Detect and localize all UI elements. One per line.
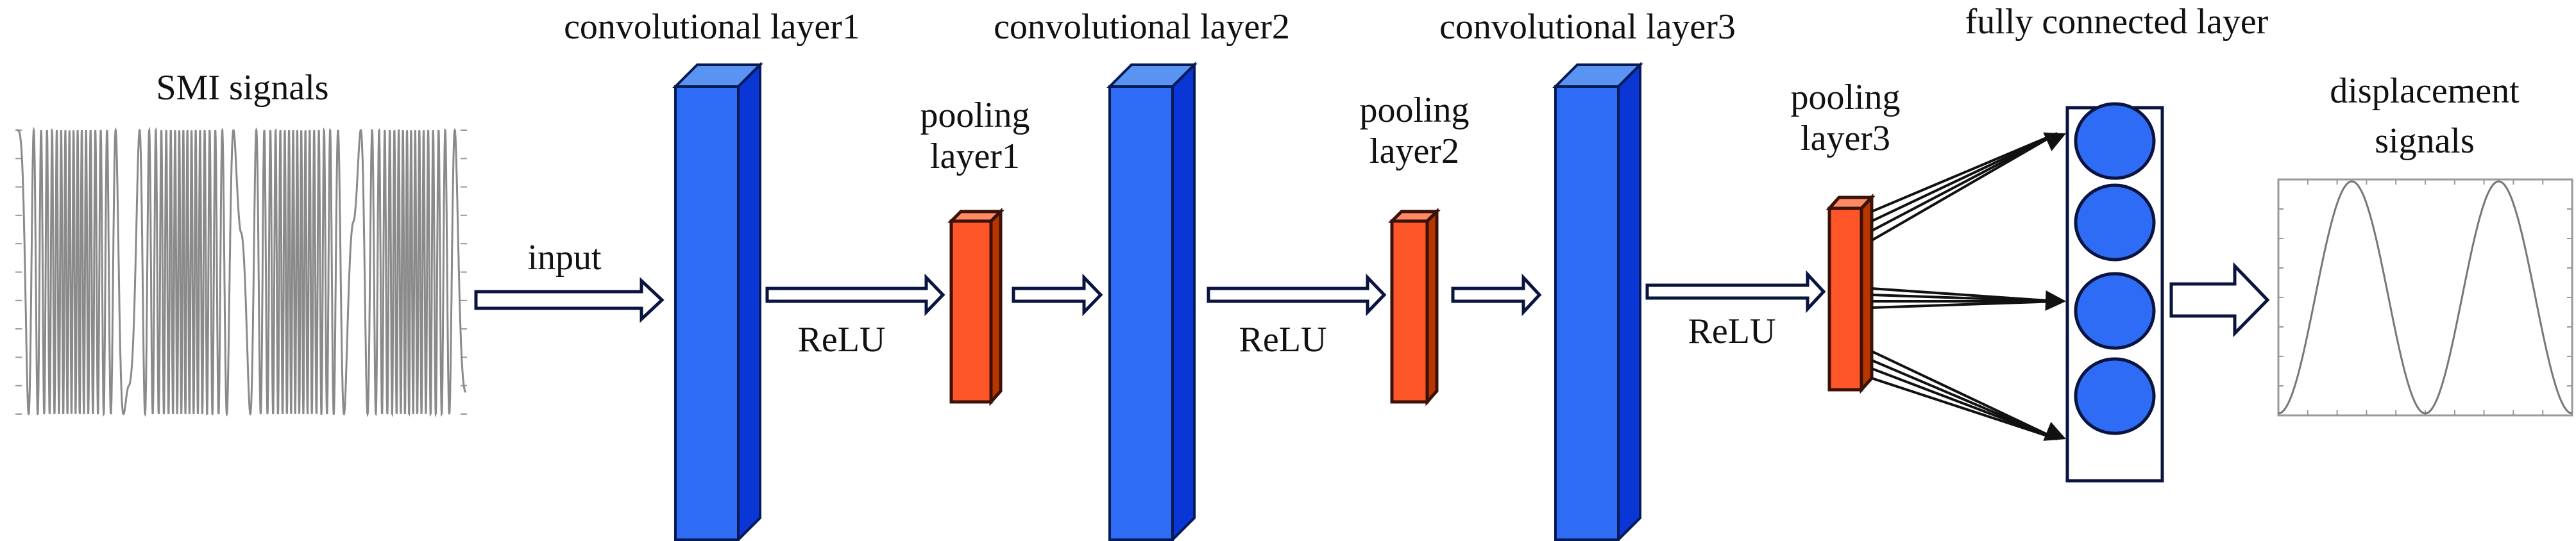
pooling-layer-1-title-line2: layer1 xyxy=(930,137,1020,176)
smi-signals-title: SMI signals xyxy=(156,68,328,108)
fc-connection-line xyxy=(1871,350,2058,440)
fc-connection-line xyxy=(1871,377,2058,440)
fc-neurons xyxy=(2074,102,2156,435)
fc-connection-line xyxy=(1871,132,2058,232)
conv-layer-2-title: convolutional layer2 xyxy=(994,7,1290,47)
input-arrow xyxy=(474,277,665,323)
relu-label-3: ReLU xyxy=(1688,312,1776,351)
pooling-layer-1-title-line1: pooling xyxy=(920,96,1030,135)
conv-layer-1-title: convolutional layer1 xyxy=(564,7,860,47)
displacement-axis-ticks xyxy=(2278,179,2572,415)
fc-connection-line xyxy=(1871,132,2058,213)
pooling-layer-3-title-line2: layer3 xyxy=(1801,119,1890,158)
fc-connection-lines xyxy=(1870,132,2058,440)
fc-neuron xyxy=(2074,272,2156,350)
pooling-layer-3-title-line1: pooling xyxy=(1790,78,1900,117)
fc-arrowhead xyxy=(2043,422,2066,441)
fc-connection-line xyxy=(1871,300,2058,309)
fc-neuron xyxy=(2074,183,2156,262)
fc-neuron xyxy=(2074,102,2156,180)
smi-axis-ticks xyxy=(15,129,467,415)
pool2-to-conv3-arrow xyxy=(1451,273,1542,317)
fully-connected-layer-title: fully connected layer xyxy=(1965,2,2269,42)
fc-connection-line xyxy=(1871,359,2058,440)
smi-signal-plot xyxy=(15,126,467,418)
displacement-signal-curve xyxy=(2278,180,2573,415)
fc-neuron xyxy=(2074,357,2156,435)
smi-signal-curve xyxy=(17,126,467,418)
fc-connection-line xyxy=(1871,367,2058,440)
fc-arrowhead xyxy=(2043,132,2066,151)
input-label: input xyxy=(527,238,602,278)
conv-layer-1-block xyxy=(672,62,763,541)
relu-label-1: ReLU xyxy=(798,320,886,360)
pooling-layer-3-block xyxy=(1826,193,1876,394)
displacement-title-line2: signals xyxy=(2375,121,2475,161)
relu-label-2: ReLU xyxy=(1239,320,1327,360)
pooling-layer-2-block xyxy=(1387,207,1441,406)
displacement-signal-plot xyxy=(2277,178,2573,417)
pool1-to-conv2-arrow xyxy=(1012,273,1103,317)
relu-arrow-1 xyxy=(765,273,945,317)
conv-layer-3-block xyxy=(1552,62,1643,541)
pooling-layer-2-title-line1: pooling xyxy=(1359,90,1469,130)
fc-arrowhead xyxy=(2045,290,2066,311)
output-arrow xyxy=(2169,262,2270,338)
pooling-layer-2-title-line2: layer2 xyxy=(1369,131,1459,171)
relu-arrow-2 xyxy=(1207,273,1387,317)
fc-connection-arrowheads xyxy=(2043,132,2066,441)
fc-connection-line xyxy=(1871,132,2058,222)
conv-layer-2-block xyxy=(1106,62,1198,541)
fc-connection-line xyxy=(1870,132,2058,242)
displacement-title-line1: displacement xyxy=(2330,71,2520,111)
relu-arrow-3 xyxy=(1645,270,1826,313)
pooling-layer-1-block xyxy=(947,207,1005,406)
conv-layer-3-title: convolutional layer3 xyxy=(1439,7,1736,47)
